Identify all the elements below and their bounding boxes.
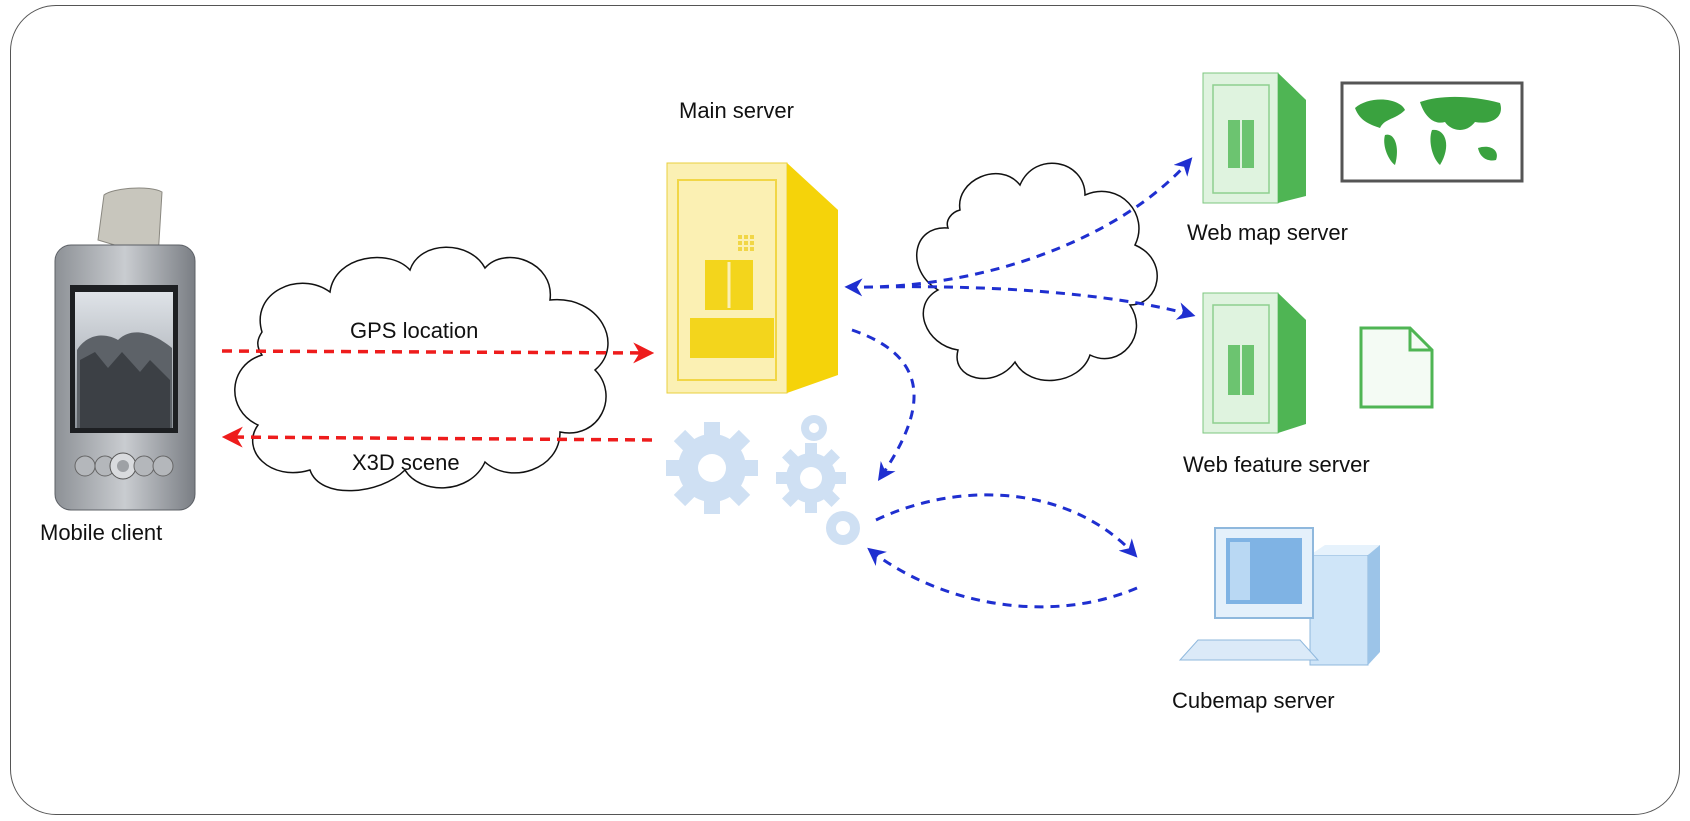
gps-location-arrow bbox=[221, 342, 655, 364]
main-server-label: Main server bbox=[679, 98, 794, 123]
internet-cloud-left bbox=[234, 246, 609, 492]
desktop-computer-icon bbox=[1178, 527, 1380, 666]
mobile-client-label: Mobile client bbox=[40, 520, 162, 545]
document-icon bbox=[1359, 326, 1434, 409]
internet-cloud-right bbox=[916, 162, 1158, 382]
web-feature-server-label: Web feature server bbox=[1183, 452, 1370, 477]
world-map-icon bbox=[1340, 81, 1524, 183]
server-tower-icon bbox=[1202, 292, 1306, 434]
processing-link-arrow bbox=[851, 328, 916, 481]
x3d-scene-arrow bbox=[221, 426, 653, 448]
server-tower-icon bbox=[1202, 72, 1306, 204]
gps-location-label: GPS location bbox=[350, 318, 478, 343]
web-map-server-label: Web map server bbox=[1187, 220, 1348, 245]
cubemap-server-label: Cubemap server bbox=[1172, 688, 1335, 713]
web-feature-link-arrow bbox=[879, 285, 1196, 320]
cubemap-response-arrow bbox=[867, 547, 1138, 609]
gears-icon bbox=[666, 415, 860, 545]
server-tower-icon bbox=[666, 162, 838, 394]
x3d-scene-label: X3D scene bbox=[352, 450, 460, 475]
pda-device-icon bbox=[54, 187, 196, 511]
cubemap-request-arrow bbox=[875, 493, 1138, 558]
